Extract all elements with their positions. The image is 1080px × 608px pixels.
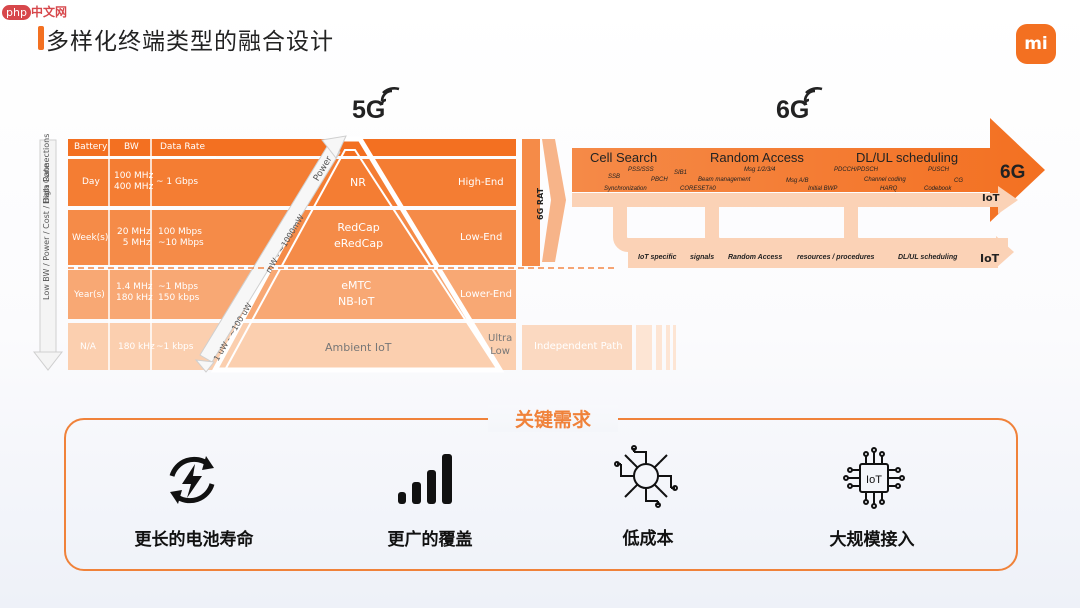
row-emtc-bg — [68, 270, 516, 319]
sub-channel-coding: Channel coding — [864, 177, 906, 183]
independent-path-label: Independent Path — [534, 341, 623, 352]
sub-sib1: SIB1 — [674, 170, 688, 176]
row4-bw: 180 kHz — [118, 342, 155, 352]
sub-codebook: Codebook — [924, 186, 952, 192]
sub-msg1234: Msg 1/2/3/4 — [744, 167, 776, 173]
sub-msg-ab: Msg A/B — [786, 178, 809, 184]
row1-battery: Day — [82, 177, 100, 187]
signal-bars-icon — [398, 454, 452, 504]
row3-rate: ~1 Mbps 150 kbps — [158, 282, 200, 303]
label-5g: 5G — [352, 96, 386, 124]
sub-pusch: PUSCH — [928, 167, 950, 173]
wireless-5g-icon — [380, 87, 400, 105]
req-label-battery: 更长的电池寿命 — [134, 530, 254, 550]
row1-rate: ~ 1 Gbps — [156, 177, 199, 187]
requirements-title: 关键需求 — [488, 405, 618, 432]
row3-battery: Year(s) — [74, 290, 105, 300]
iot-item-random-access: Random Access — [728, 254, 783, 261]
6g-arrow — [572, 118, 1045, 222]
convergence-diagram — [32, 118, 1045, 373]
row1-tier: High-End — [458, 177, 504, 188]
feature-cell-search: Cell Search — [590, 150, 658, 165]
brand-logo: mi — [1016, 24, 1056, 64]
feature-random-access: Random Access — [710, 150, 804, 165]
row4-tier: Ultra Low — [488, 333, 513, 357]
row2-tech: RedCap eRedCap — [334, 221, 384, 250]
sub-initial-bwp: Initial BWP — [808, 186, 838, 192]
row4-rate: ~1 kbps — [156, 342, 194, 352]
power-arrow — [194, 135, 347, 373]
header-rate: Data Rate — [160, 142, 205, 152]
iot-item-scheduling: DL/UL scheduling — [898, 254, 958, 261]
sub-beam-management: Beam management — [698, 177, 751, 183]
watermark-pill: php — [2, 5, 31, 20]
rat-label: 6G RAT — [536, 187, 545, 220]
row2-rate: 100 Mbps ~10 Mbps — [158, 227, 204, 248]
sub-synchronization: Synchronization — [604, 186, 647, 192]
title-accent-bar — [38, 26, 44, 50]
header-bw: BW — [124, 142, 139, 152]
row2-battery: Week(s) — [72, 233, 109, 243]
watermark-text: 中文网 — [30, 5, 67, 19]
sub-pss-sss: PSS/SSS — [628, 167, 654, 173]
sub-cg: CG — [954, 178, 963, 184]
feature-dlul-scheduling: DL/UL scheduling — [856, 150, 959, 165]
iot-item-specific: IoT specific — [638, 254, 677, 261]
row3-bw: 1.4 MHz 180 kHz — [116, 282, 153, 303]
row4-battery: N/A — [80, 342, 96, 352]
row4-tech: Ambient IoT — [325, 341, 392, 354]
svg-text:IoT: IoT — [866, 474, 882, 486]
row2-tier: Low-End — [460, 232, 503, 243]
header-battery: Battery — [74, 142, 108, 152]
independent-path-bg — [522, 325, 632, 370]
row1-tech: NR — [350, 176, 366, 189]
iot-chip-icon: IoT — [843, 447, 905, 509]
page-title: 多样化终端类型的融合设计 — [46, 29, 334, 55]
req-label-coverage: 更广的覆盖 — [387, 530, 473, 550]
wireless-6g-icon — [803, 87, 823, 105]
sub-harq: HARQ — [880, 186, 898, 192]
sub-pdcch-pdsch: PDCCH/PDSCH — [834, 167, 879, 173]
vertical-axis-arrow — [32, 139, 64, 371]
row3-tier: Lower-End — [460, 289, 512, 300]
6g-arrow-tag: 6G — [1000, 162, 1026, 183]
sub-pbch: PBCH — [651, 177, 668, 183]
axis-high-label: High Connections — [42, 133, 51, 204]
iot-item-resources: resources / procedures — [797, 254, 875, 261]
req-label-cost: 低成本 — [622, 529, 674, 549]
iot-tag-upper: IoT — [982, 193, 1000, 204]
iot-tag-lower: IoT — [980, 252, 1000, 265]
row1-bw: 100 MHz 400 MHz — [114, 171, 154, 192]
row2-bw: 20 MHz 5 MHz — [117, 227, 151, 248]
row3-tech: eMTC NB-IoT — [338, 279, 375, 308]
rat-bar — [522, 139, 540, 266]
row-nr-bg — [68, 159, 516, 206]
sub-coreset0: CORESET#0 — [680, 186, 716, 192]
iot-item-signals: signals — [690, 254, 715, 261]
header-row-bg — [68, 139, 516, 156]
battery-cycle-icon — [169, 456, 215, 504]
sub-ssb: SSB — [608, 174, 621, 180]
req-label-access: 大规模接入 — [829, 530, 915, 550]
row-ambient-bg — [68, 323, 516, 370]
cost-chip-icon — [614, 445, 678, 508]
